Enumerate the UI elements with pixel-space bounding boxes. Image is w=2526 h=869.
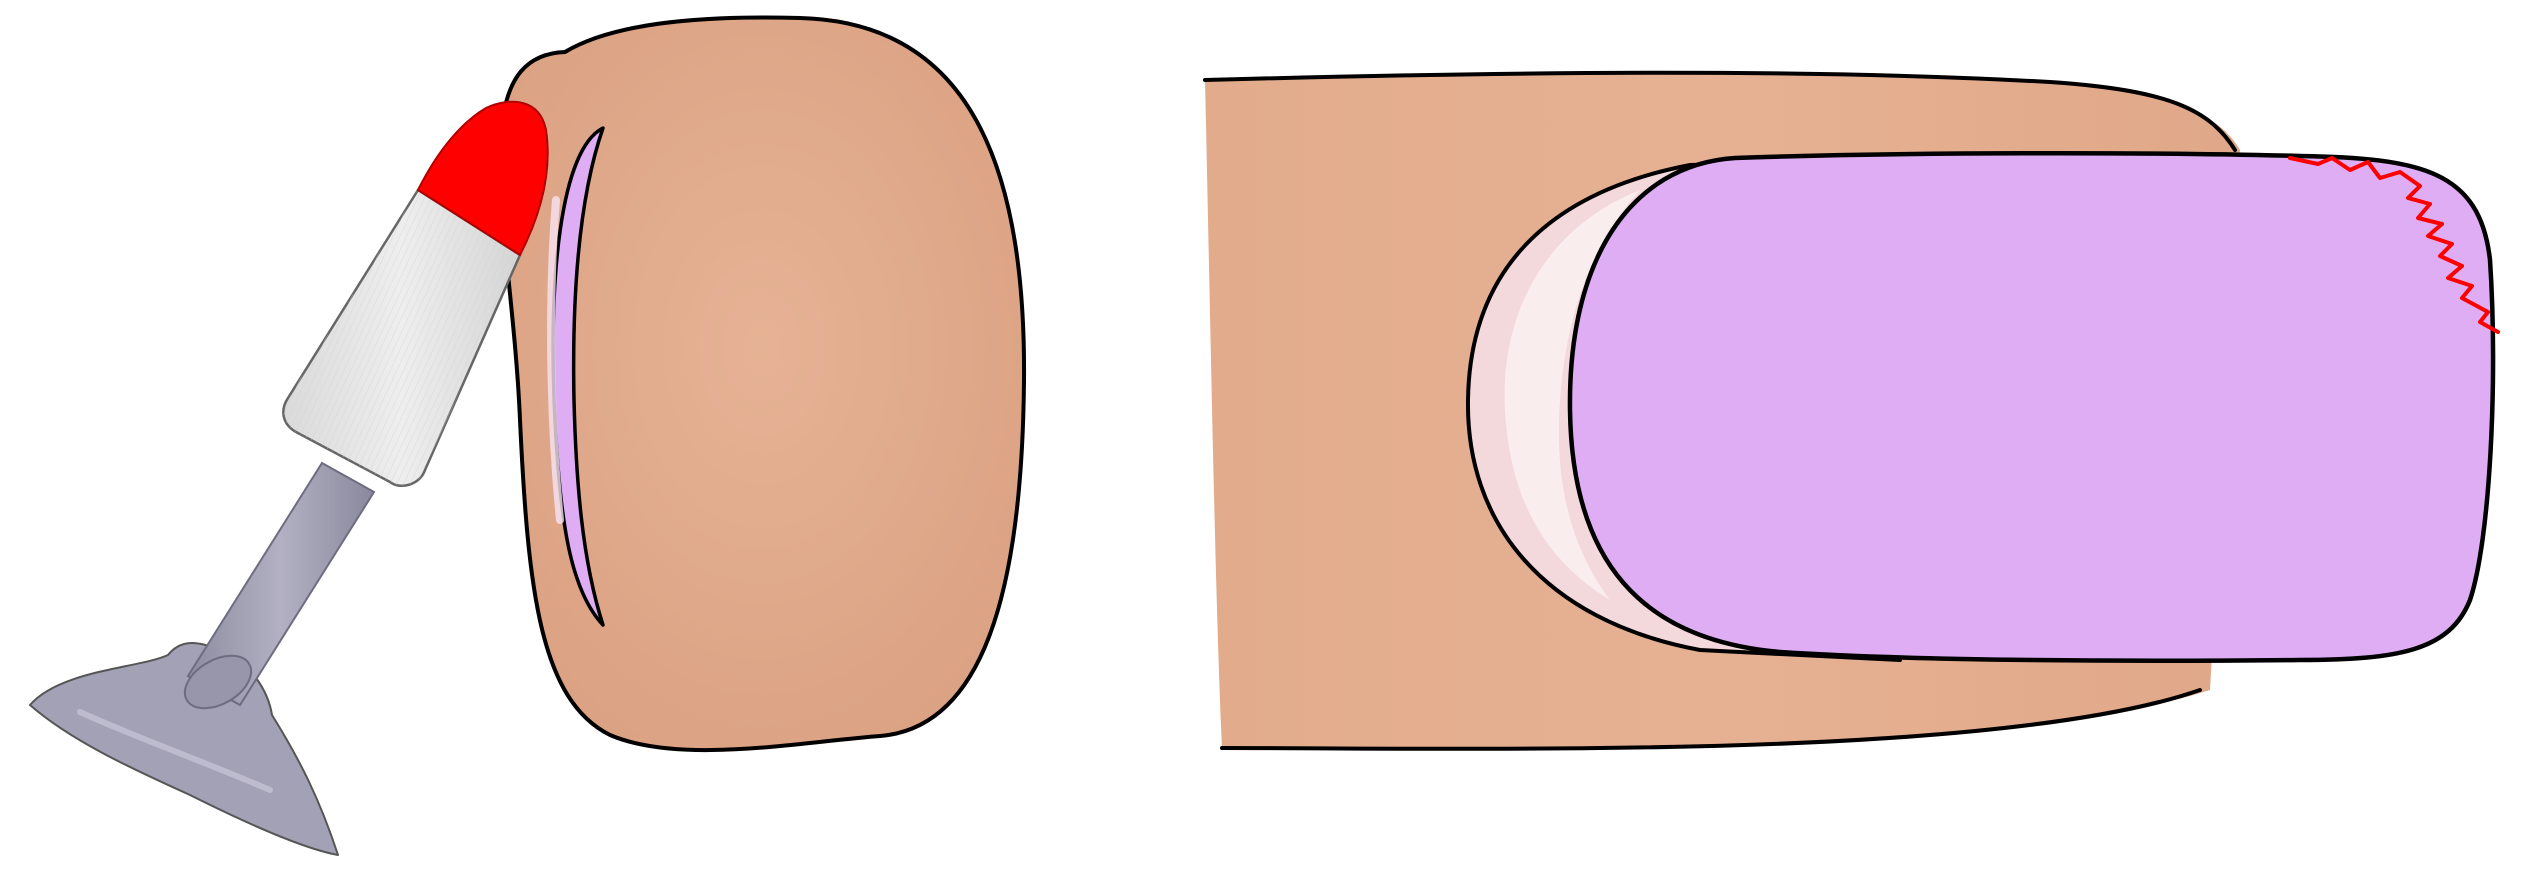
left-panel bbox=[30, 17, 1024, 855]
drill-base bbox=[30, 643, 338, 855]
nail-lavender bbox=[1570, 153, 2493, 661]
right-panel bbox=[1205, 73, 2498, 749]
finger-tip bbox=[500, 17, 1024, 750]
